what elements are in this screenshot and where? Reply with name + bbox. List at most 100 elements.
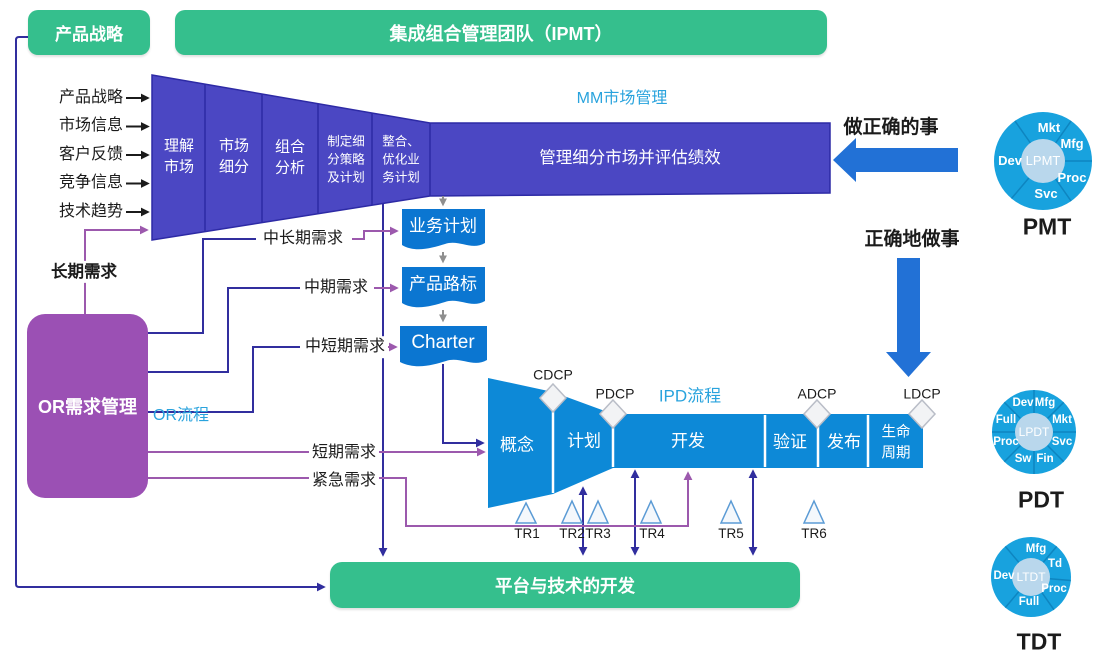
product-strategy-box: 产品战略 (28, 10, 150, 55)
input-market-info: 市场信息 (58, 117, 124, 135)
pdt-name-label: PDT (1018, 486, 1064, 513)
product-roadmap-doc-shape (402, 267, 485, 308)
product-strategy-box-label: 产品战略 (55, 25, 123, 44)
cdcp-label: CDCP (533, 366, 573, 383)
pmt-name-label: PMT (1022, 213, 1072, 240)
pdt-segment-proc: Proc (993, 436, 1019, 449)
or-process-label: OR流程 (152, 407, 210, 425)
pdt-segment-svc: Svc (1051, 436, 1073, 449)
pdt-segment-mfg: Mfg (1034, 397, 1056, 410)
ldcp-label: LDCP (903, 385, 941, 402)
charter-label: Charter (411, 332, 475, 354)
ipd-phase-plan: 计划 (567, 431, 601, 451)
connector-lines-purple (84, 225, 693, 527)
pmt-segment-mfg: Mfg (1060, 136, 1084, 152)
tr1-label: TR1 (514, 525, 540, 541)
pmt-segment-svc: Svc (1034, 186, 1058, 202)
input-customer-feedback: 客户反馈 (58, 146, 124, 164)
pdt-segment-fin: Fin (1036, 453, 1054, 466)
mm-segment-portfolio-analysis: 组合分析 (274, 138, 305, 177)
pmt-segment-dev: Dev (998, 153, 1022, 169)
ldcp-diamond (907, 398, 937, 430)
mid-demand-label: 中期需求 (300, 277, 372, 299)
long-term-demand-line (84, 225, 149, 314)
doc-shapes (400, 209, 487, 367)
midlong-arrow (352, 226, 399, 240)
product-roadmap-label: 产品路标 (409, 274, 477, 294)
mid-long-demand-label: 中长期需求 (259, 228, 347, 250)
mid-short-demand-label: 中短期需求 (301, 336, 389, 358)
pdcp-label: PDCP (595, 385, 635, 402)
tr6-label: TR6 (801, 525, 827, 541)
tdt-team-circle (991, 537, 1071, 617)
midlong-step-line (148, 238, 256, 334)
do-things-right-label: 正确地做事 (864, 229, 960, 251)
input-competitive-info: 竞争信息 (58, 174, 124, 192)
long-term-demand-label: 长期需求 (48, 260, 120, 284)
tdt-segment-dev: Dev (993, 570, 1015, 583)
or-requirement-label: OR需求管理 (38, 397, 137, 417)
ipmt-banner: 集成组合管理团队（IPMT） (175, 10, 827, 55)
charter-doc-shape (400, 326, 487, 367)
tr3-label: TR3 (585, 525, 611, 541)
pdt-center-label: LPDT (1018, 424, 1050, 439)
tdt-segment-td: Td (1047, 558, 1063, 571)
or-requirement-box: OR需求管理 (27, 314, 148, 498)
pmt-team-circle (994, 112, 1092, 210)
pdt-team-circle (992, 390, 1076, 474)
ipmt-banner-label: 集成组合管理团队（IPMT） (389, 23, 613, 44)
do-right-things-arrow (833, 138, 958, 182)
do-right-things-label: 做正确的事 (843, 117, 939, 139)
mm-segment-market-segmentation: 市场细分 (218, 137, 249, 176)
cdcp-diamond (538, 382, 568, 414)
tdt-name-label: TDT (1016, 628, 1062, 655)
tr-triangles (514, 499, 826, 524)
mid-step-line (148, 287, 300, 373)
pdt-segment-full: Full (995, 414, 1017, 427)
strategy-to-platform-line (15, 36, 326, 592)
business-plan-doc-shape (402, 209, 485, 250)
ipd-phase-develop: 开发 (671, 431, 705, 451)
tdt-center-label: LTDT (1016, 569, 1046, 584)
ipd-phase-lifecycle: 生命周期 (881, 424, 911, 461)
charter-to-concept-line (442, 364, 485, 448)
ipd-process-label: IPD流程 (658, 386, 722, 406)
urgent-demand-label: 紧急需求 (308, 470, 380, 492)
input-arrows (126, 93, 150, 217)
connector-lines-navy (15, 36, 758, 592)
platform-technology-bar: 平台与技术的开发 (330, 562, 800, 608)
business-plan-label: 业务计划 (409, 216, 477, 236)
ipd-phase-verify: 验证 (773, 432, 807, 452)
platform-technology-label: 平台与技术的开发 (495, 575, 635, 596)
pdt-segment-dev: Dev (1012, 397, 1034, 410)
mm-segment-strategy-plan: 制定细分策略及计划 (327, 134, 365, 184)
input-product-strategy: 产品战略 (58, 89, 124, 107)
tr5-label: TR5 (718, 525, 744, 541)
tdt-segment-full: Full (1018, 596, 1040, 609)
tr4-label: TR4 (639, 525, 665, 541)
dcp-diamonds (538, 382, 937, 430)
midshort-step-line (148, 346, 300, 413)
short-demand-label: 短期需求 (308, 442, 380, 464)
pdt-segment-sw: Sw (1014, 453, 1032, 466)
adcp-diamond (802, 398, 832, 430)
input-tech-trends: 技术趋势 (58, 203, 124, 221)
pmt-center-label: LPMT (1025, 153, 1061, 169)
tdt-segment-proc: Proc (1041, 583, 1067, 596)
pmt-segment-proc: Proc (1057, 170, 1087, 186)
mm-segment-optimize-plan: 整合、优化业务计划 (382, 134, 420, 184)
tr2-label: TR2 (559, 525, 585, 541)
mm-bar-label: 管理细分市场并评估绩效 (539, 148, 721, 167)
mm-segment-understand-market: 理解市场 (163, 137, 194, 176)
mm-funnel-shape (151, 74, 831, 241)
adcp-label: ADCP (797, 385, 837, 402)
pdt-segment-mkt: Mkt (1052, 414, 1072, 427)
do-things-right-arrow (886, 258, 931, 377)
ipd-phase-concept: 概念 (500, 435, 534, 455)
mm-process-label: MM市场管理 (576, 90, 668, 108)
pdcp-diamond (598, 398, 628, 430)
tdt-segment-mfg: Mfg (1025, 543, 1047, 556)
pmt-segment-mkt: Mkt (1037, 120, 1061, 136)
